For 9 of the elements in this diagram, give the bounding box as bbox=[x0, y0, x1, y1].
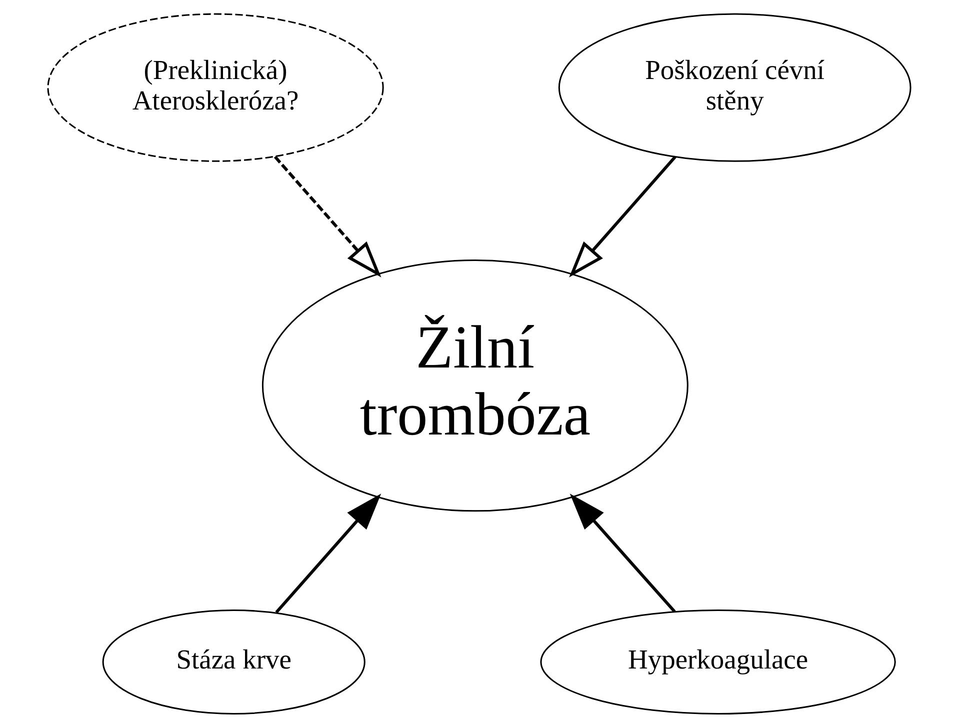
arrow bbox=[570, 494, 676, 613]
node-ellipse: Žilní trombóza bbox=[262, 260, 688, 512]
arrow bbox=[275, 494, 382, 614]
node-ellipse: Poškození cévní stěny bbox=[558, 13, 912, 162]
node-ellipse: (Preklinická) Ateroskleróza? bbox=[47, 13, 384, 162]
node-ellipse: Hyperkoagulace bbox=[540, 610, 896, 715]
arrow bbox=[274, 156, 382, 278]
arrow bbox=[569, 156, 676, 278]
node-ellipse: Stáza krve bbox=[102, 610, 366, 715]
